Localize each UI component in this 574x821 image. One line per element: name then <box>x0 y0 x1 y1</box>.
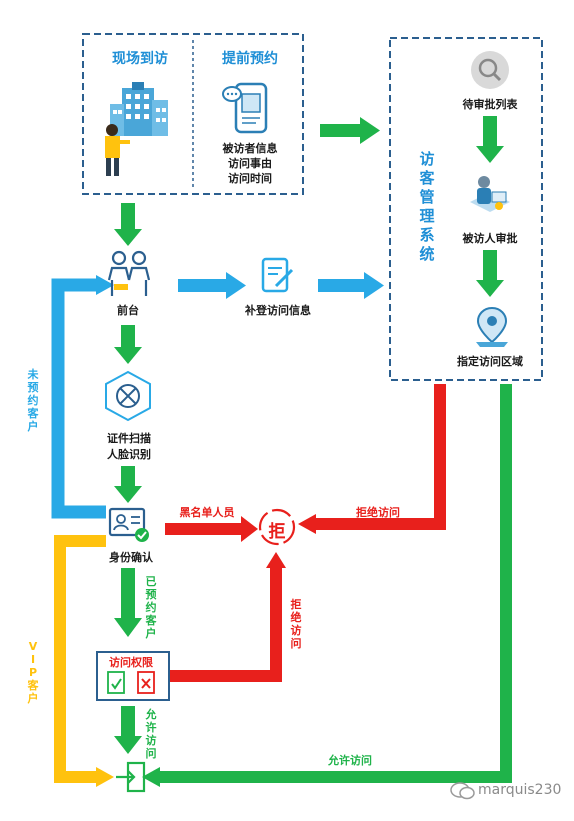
search-icon <box>471 51 509 89</box>
scan-line-1: 证件扫描 <box>107 432 151 445</box>
scan-icon <box>105 370 151 422</box>
form-edit-icon <box>261 257 294 293</box>
step-approve: 被访人审批 <box>462 232 518 245</box>
arrow-access-to-exit <box>114 706 142 754</box>
arrow-system-reject <box>298 384 446 534</box>
approver-icon <box>470 176 510 212</box>
building-person-icon <box>105 82 168 176</box>
step-pending-list: 待审批列表 <box>462 98 518 111</box>
allow-bottom-label: 允许访问 <box>328 754 372 767</box>
reject-vertical-label: 拒绝访问 <box>290 598 302 650</box>
phone-booking-icon <box>222 82 268 134</box>
preorder-info-line-2: 访问事由 <box>228 157 272 170</box>
allow-vertical-label: 允许访问 <box>145 708 157 760</box>
arrow-list-to-approve <box>476 116 504 163</box>
reception-icon <box>107 250 151 296</box>
preorder-title: 提前预约 <box>222 51 278 67</box>
approve-reject-docs-icon <box>107 671 155 694</box>
arrow-approve-to-area <box>476 250 504 297</box>
preordered-label: 已预约客户 <box>145 575 157 640</box>
arrow-system-allow <box>142 384 512 787</box>
location-pin-icon <box>476 306 508 347</box>
system-box <box>389 37 543 381</box>
reception-label: 前台 <box>117 304 139 317</box>
exit-door-icon <box>116 761 146 793</box>
visit-box <box>82 33 304 195</box>
arrow-access-reject <box>168 552 286 682</box>
access-label: 访问权限 <box>109 656 153 669</box>
arrow-blacklist-to-reject <box>165 516 258 542</box>
arrow-visit-to-system <box>320 117 380 144</box>
arrow-reception-to-supplement <box>178 272 246 299</box>
arrow-vip-path <box>54 535 114 787</box>
reject-char: 拒 <box>268 522 286 542</box>
step-assign-area: 指定访问区域 <box>457 355 523 368</box>
arrow-reception-to-scan <box>114 325 142 364</box>
arrow-identity-to-access <box>114 568 142 637</box>
preorder-info-line-1: 被访者信息 <box>222 142 278 155</box>
reject-top-label: 拒绝访问 <box>356 506 400 519</box>
reject-icon <box>258 508 296 546</box>
blacklist-label: 黑名单人员 <box>179 506 235 519</box>
not-preordered-label: 未预约客户 <box>27 368 39 433</box>
arrow-scan-to-identity <box>114 466 142 503</box>
wechat-icon <box>450 782 475 800</box>
preorder-info-line-3: 访问时间 <box>228 172 272 185</box>
onsite-title: 现场到访 <box>112 51 168 67</box>
identity-label: 身份确认 <box>109 551 153 564</box>
supplement-label: 补登访问信息 <box>245 304 311 317</box>
scan-line-2: 人脸识别 <box>107 448 151 461</box>
arrow-supplement-to-system <box>318 272 384 299</box>
id-card-icon <box>108 507 149 542</box>
arrow-visit-to-reception <box>114 203 142 246</box>
arrow-not-preordered-loop <box>51 275 114 519</box>
watermark-text: marquis230 <box>478 782 562 798</box>
system-title: 访客管理系统 <box>419 150 435 263</box>
